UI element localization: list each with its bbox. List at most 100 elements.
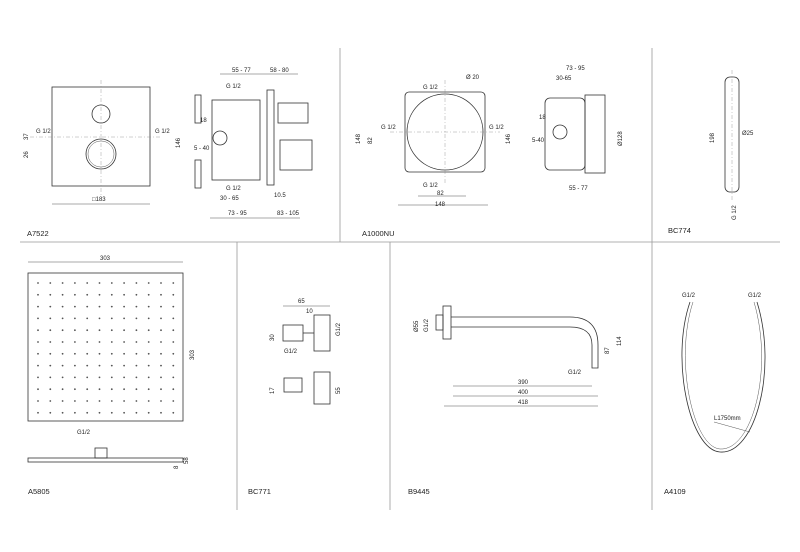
dim-label: 303: [190, 349, 196, 360]
nozzle-dot: [160, 411, 162, 414]
nozzle-dot: [135, 282, 138, 284]
nozzle-dot: [135, 305, 138, 308]
nozzle-dot: [123, 341, 125, 343]
nozzle-dot: [74, 329, 76, 332]
dim-label: G 1/2: [226, 84, 241, 90]
nozzle-dot: [147, 364, 150, 367]
panel-dividers: [20, 48, 780, 510]
dim-label: 10: [306, 309, 313, 315]
dim-label: 30-65: [556, 76, 572, 82]
nozzle-dot: [172, 400, 175, 402]
nozzle-dot: [61, 376, 64, 379]
dim-label: 58 - 80: [270, 68, 289, 74]
dim-label: 148: [356, 133, 362, 144]
nozzle-dot: [98, 400, 101, 402]
nozzle-dot: [86, 317, 89, 320]
panel-b9445: Ø55 G1/2 87 114 G1/2 390 400 418 B9445: [408, 305, 623, 496]
dim-label: G 1/2: [381, 125, 396, 131]
nozzle-dot: [160, 388, 162, 391]
dim-label: G1/2: [748, 293, 762, 299]
nozzle-dot: [160, 364, 162, 367]
nozzle-dot: [61, 388, 64, 391]
dim-label: 83 - 105: [277, 211, 300, 217]
nozzle-dot: [37, 282, 39, 284]
dim-label: G 1/2: [155, 129, 170, 135]
nozzle-dot: [86, 411, 89, 414]
dim-label: 114: [617, 336, 623, 346]
nozzle-dot: [49, 411, 52, 414]
nozzle-dot: [74, 305, 76, 308]
nozzle-dot: [123, 376, 125, 379]
nozzle-dot: [160, 376, 162, 379]
nozzle-dot: [123, 364, 125, 367]
dim-label: 198: [710, 132, 716, 143]
nozzle-dot: [172, 388, 175, 391]
nozzle-dot: [172, 376, 175, 379]
dim-label: 303: [100, 256, 111, 262]
product-code: BC771: [248, 487, 271, 496]
dim-label: 73 - 95: [566, 66, 585, 72]
nozzle-dot: [147, 329, 150, 332]
nozzle-dot: [147, 317, 150, 320]
nozzle-dot: [49, 388, 52, 391]
nozzle-dot: [172, 341, 175, 343]
nozzle-dot: [98, 329, 101, 332]
dim-label: 418: [518, 400, 529, 406]
nozzle-dot: [110, 352, 113, 355]
nozzle-dot: [74, 352, 76, 355]
nozzle-dot: [147, 352, 150, 355]
nozzle-dot: [86, 352, 89, 355]
dim-label: 10.5: [274, 193, 286, 199]
dim-label: 18: [539, 115, 546, 121]
nozzle-dot: [49, 400, 52, 402]
dim-label: 55 - 77: [232, 68, 251, 74]
nozzle-dot: [37, 364, 39, 367]
nozzle-dot: [172, 364, 175, 367]
nozzle-dot: [74, 282, 76, 284]
panel-a1000nu: G 1/2 Ø 20 148 82 G 1/2 G 1/2 G 1/2 82 1…: [356, 66, 624, 238]
nozzle-dot: [86, 376, 89, 379]
nozzle-dot: [147, 388, 150, 391]
nozzle-dot: [123, 411, 125, 414]
nozzle-dot: [110, 293, 113, 296]
dim-label: □183: [92, 197, 106, 203]
nozzle-dot: [147, 400, 150, 402]
dim-label: 73 - 95: [228, 211, 247, 217]
dim-label: G1/2: [424, 318, 430, 332]
nozzle-dot: [135, 364, 138, 367]
dim-label: 65: [298, 299, 305, 305]
nozzle-dot: [98, 341, 101, 343]
nozzle-dot: [172, 352, 175, 355]
dim-label: 146: [176, 137, 182, 148]
nozzle-dot: [49, 329, 52, 332]
nozzle-dot: [98, 411, 101, 414]
nozzle-dot: [123, 293, 125, 296]
nozzle-dot: [123, 329, 125, 332]
nozzle-dot: [147, 305, 150, 308]
dim-label: G1/2: [77, 430, 91, 436]
product-code: A7522: [27, 229, 49, 238]
nozzle-dot: [123, 305, 125, 308]
nozzle-dot: [86, 293, 89, 296]
nozzle-dot: [110, 329, 113, 332]
nozzle-dot: [147, 293, 150, 296]
nozzle-dot: [123, 317, 125, 320]
nozzle-dot: [147, 282, 150, 284]
nozzle-dot: [172, 305, 175, 308]
dim-label: 390: [518, 380, 529, 386]
nozzle-dot: [110, 388, 113, 391]
nozzle-dot: [37, 293, 39, 296]
dim-label: G1/2: [682, 293, 696, 299]
dim-label: G 1/2: [423, 85, 438, 91]
nozzle-dot: [74, 400, 76, 402]
dim-label: 55 - 77: [569, 186, 588, 192]
nozzle-dot: [49, 341, 52, 343]
dim-label: 18: [200, 118, 207, 124]
panel-a4109: G1/2 G1/2 L1750mm A4109: [664, 293, 766, 496]
dim-label: G1/2: [284, 349, 298, 355]
nozzle-dot: [135, 411, 138, 414]
dim-label: G1/2: [336, 322, 342, 336]
nozzle-dot: [37, 329, 39, 332]
dim-label: 87: [605, 347, 611, 354]
dim-label: 400: [518, 390, 529, 396]
